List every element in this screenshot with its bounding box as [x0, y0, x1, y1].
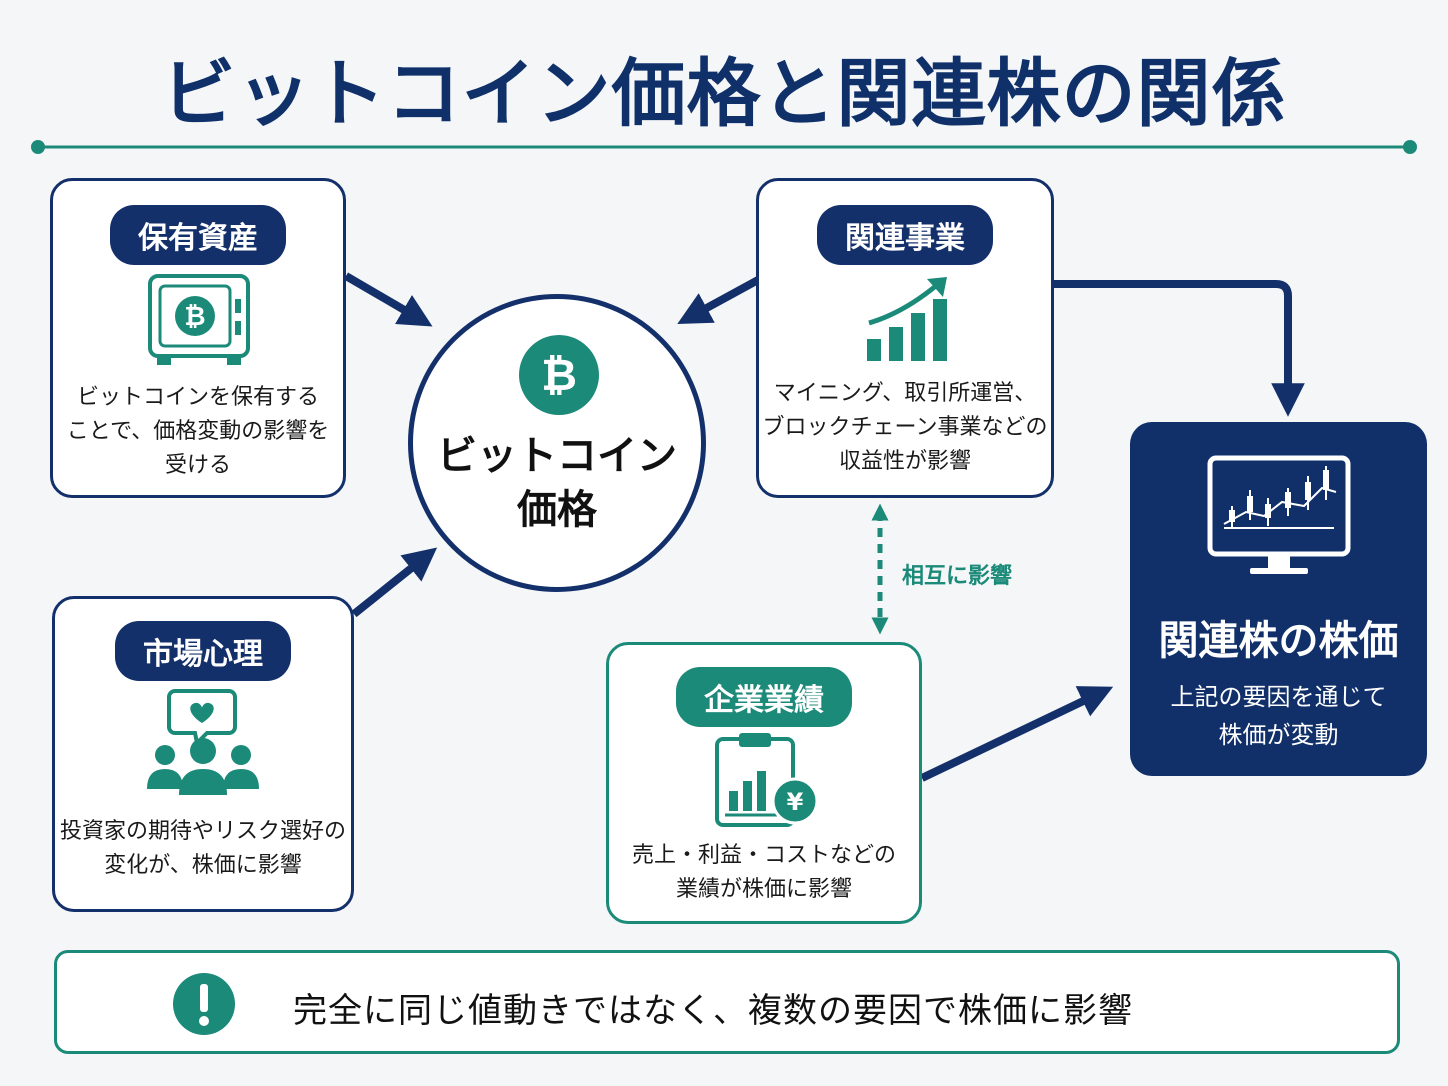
- label-market-sentiment: 市場心理: [115, 621, 291, 681]
- card-stock-price: 関連株の株価 上記の要因を通じて 株価が変動: [1130, 422, 1427, 776]
- desc-earnings: 売上・利益・コストなどの 業績が株価に影響: [631, 843, 896, 902]
- page-title: ビットコイン価格と関連株の関係: [161, 51, 1287, 137]
- bitcoin-price-label: ビットコイン 価格: [437, 433, 677, 533]
- stock-price-label: 関連株の株価: [1158, 618, 1399, 664]
- arrow-business-to-price: [677, 276, 760, 325]
- label-earnings: 企業業績: [676, 667, 852, 727]
- desc-holdings: ビットコインを保有する ことで、価格変動の影響を 受ける: [66, 385, 330, 478]
- card-related-business: 関連事業 マイニング、取引所運営、 ブロックチェーン事業などの 収益性が影響: [756, 178, 1054, 498]
- label-related-business: 関連事業: [817, 205, 993, 265]
- card-holdings: 保有資産 ₿ ビットコインを保有する ことで、価格変動の影響を 受ける: [50, 178, 346, 498]
- monitor-candlestick-icon: [1207, 455, 1351, 574]
- safe-bitcoin-icon: ₿: [148, 274, 250, 365]
- bitcoin-icon: ₿: [519, 335, 599, 415]
- note-text: 完全に同じ値動きではなく、複数の要因で株価に影響: [293, 991, 1133, 1031]
- arrow-sentiment-to-price: [351, 547, 438, 618]
- svg-text:₿: ₿: [184, 302, 205, 332]
- mutual-influence-label: 相互に影響: [902, 564, 1013, 589]
- clipboard-yen-icon: ¥: [715, 733, 819, 827]
- title-divider: [31, 140, 1417, 154]
- exclamation-icon: [173, 973, 235, 1035]
- label-holdings: 保有資産: [110, 205, 286, 265]
- note-box: 完全に同じ値動きではなく、複数の要因で株価に影響: [54, 950, 1400, 1054]
- desc-market-sentiment: 投資家の期待やリスク選好の 変化が、株価に影響: [59, 819, 346, 878]
- svg-text:¥: ¥: [787, 788, 804, 816]
- arrow-business-to-stock: [1054, 280, 1305, 417]
- growth-chart-icon: [867, 277, 947, 361]
- bitcoin-price-node: ₿ ビットコイン 価格: [408, 294, 706, 592]
- svg-text:₿: ₿: [541, 350, 577, 401]
- arrow-earnings-to-stock: [920, 686, 1114, 782]
- card-earnings: 企業業績 ¥ 売上・利益・コストなどの 業績が株価に影響: [606, 642, 922, 924]
- investors-heart-icon: [147, 689, 259, 795]
- desc-related-business: マイニング、取引所運営、 ブロックチェーン事業などの 収益性が影響: [762, 381, 1048, 474]
- arrow-holdings-to-price: [343, 272, 433, 327]
- card-market-sentiment: 市場心理 投資家の期待やリスク選好の 変化が、株価に影響: [52, 596, 354, 912]
- stock-price-description: 上記の要因を通じて 株価が変動: [1170, 683, 1387, 749]
